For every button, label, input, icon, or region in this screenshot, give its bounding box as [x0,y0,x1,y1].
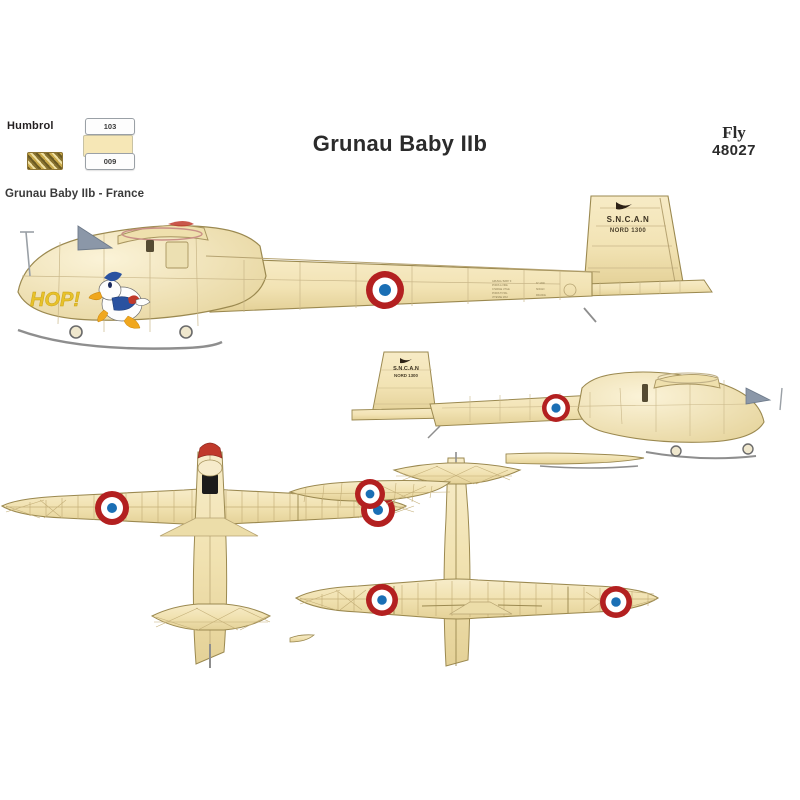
roundel-fuselage [366,271,404,309]
tail-skid [583,307,597,323]
wing-root-line [205,255,601,273]
landing-skid [17,328,223,350]
svg-text:SNCAN: SNCAN [536,288,545,291]
tail-type-text: NORD 1300 [394,373,418,378]
rudder-hinge-line [659,197,677,289]
paint-reference-chart: Humbrol 103 009 [5,118,135,172]
wing-fragment-corner [289,634,315,643]
aft-wheel [742,443,754,455]
page-title: Grunau Baby IIb [312,131,488,156]
side-view-left: S.N.C.A.N NORD 1300 [0,180,720,380]
wing-root-fairing [159,517,259,537]
brand-name: Fly [722,123,746,142]
svg-text:POIDS A VIDE: POIDS A VIDE [492,284,508,287]
cockpit-opening [202,474,218,494]
svg-text:GRUNAU BABY II: GRUNAU BABY II [492,280,512,283]
roundel-fuselage [542,394,570,422]
tail-manufacturer-text: S.N.C.A.N [607,215,650,224]
svg-text:CHARGE UTILE: CHARGE UTILE [492,288,510,291]
roundel-wing-fragment [355,479,385,509]
nose-fin-triangle [77,225,114,251]
paint-code-box: 103 [85,118,135,135]
cockpit-opening [146,240,154,252]
plan-view-top [0,440,420,670]
kit-number: 48027 [712,141,756,159]
tailplane-ribs [599,280,681,295]
cockpit-opening [642,384,648,402]
canopy-frame [653,374,721,389]
nose-fin-triangle [745,387,772,405]
canopy-frame [197,459,223,477]
pitot-tube [779,387,783,411]
paint-code-box: 009 [85,153,135,170]
paint-row: 009 [5,152,135,172]
nose-art-text: HOP! [30,289,80,311]
plan-view-bottom [288,452,760,672]
roundel-wing-left [95,491,129,525]
wingtip-truss [5,499,415,519]
airbrake-line [421,604,543,607]
fin-rib-lines [588,207,678,269]
main-wheel [670,445,682,457]
roundel-wing-right [600,586,632,618]
wing-fragment-upper [505,452,645,465]
tailplane-truss [396,465,512,485]
canopy-rim [121,227,203,241]
tail-manufacturer-text: S.N.C.A.N [393,366,419,372]
paint-row: Humbrol 103 [5,118,135,157]
tail-type-text: NORD 1300 [610,228,647,234]
landing-skid [539,465,639,469]
side-view-right: S.N.C.A.N NORD 1300 [350,348,790,488]
paint-code-value: 009 [103,157,117,166]
paint-brand-label: Humbrol [7,120,54,132]
svg-text:VITESSE MAX: VITESSE MAX [492,296,508,299]
wingtip-truss [299,589,655,611]
bird-in-flight-logo [616,202,632,210]
paint-swatch-gold [27,152,63,170]
fuselage-planform [443,457,471,667]
tail-skid [427,425,441,439]
roundel-wing-left [366,584,398,616]
nose-tip-marking [168,221,194,227]
vertical-fin [583,195,685,289]
main-wheel [69,325,83,339]
landing-skid [645,451,757,460]
svg-text:FRANCE: FRANCE [536,294,546,297]
svg-text:POIDS TOTAL: POIDS TOTAL [492,292,508,295]
svg-text:N° 1300: N° 1300 [536,282,545,285]
fin-rib-lines [374,369,436,405]
bird-in-flight-logo [400,358,412,364]
paint-code-value: 103 [103,122,117,131]
brand-block: Fly 48027 [686,124,782,159]
access-hatch [165,241,189,269]
pitot-tube [25,231,31,277]
nose-tip-marking [197,442,223,459]
subject-caption: Grunau Baby IIb - France [5,188,145,200]
stencil-text-block: GRUNAU BABY II POIDS A VIDE CHARGE UTILE… [492,280,577,299]
canopy-rim [657,372,719,384]
nose-art-character [88,271,151,329]
horizontal-tailplane [150,603,272,631]
aft-wheel [179,325,193,339]
wing-root-fairing [448,601,513,615]
tailplane-truss [154,607,271,631]
